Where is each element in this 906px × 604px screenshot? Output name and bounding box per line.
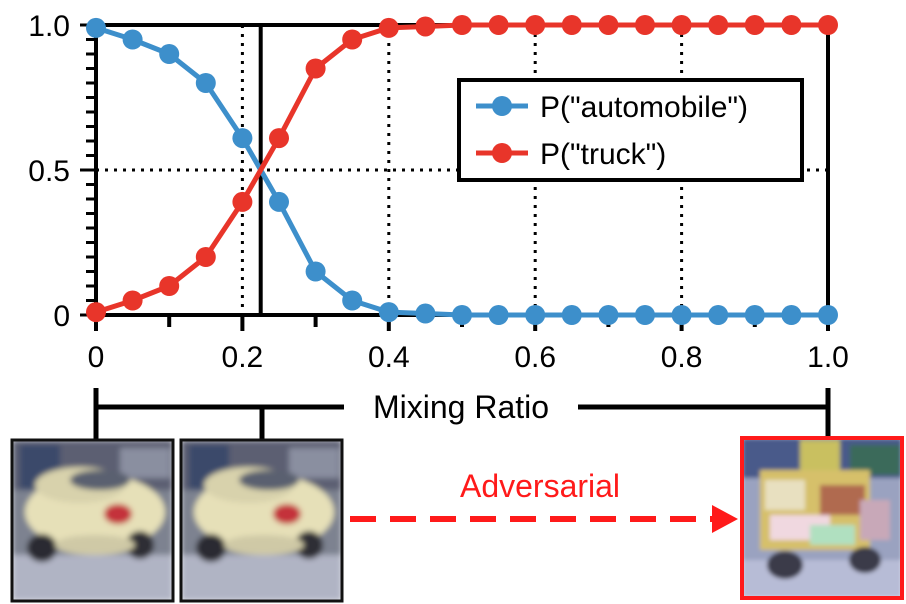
data-point [122, 290, 143, 311]
series-layer [86, 15, 838, 325]
data-point [232, 128, 253, 149]
mixing-ratio-bracket [93, 388, 831, 440]
y-tick-label: 0.5 [28, 155, 70, 188]
data-point [122, 29, 143, 50]
legend-marker-automobile [492, 96, 512, 116]
data-point [269, 128, 289, 149]
data-point [708, 305, 729, 325]
data-point [781, 305, 802, 325]
data-point [342, 29, 363, 50]
data-point [671, 15, 692, 35]
data-point [452, 305, 472, 325]
series-truck [86, 15, 838, 323]
data-point [159, 44, 180, 64]
x-axis-title: Mixing Ratio [373, 389, 549, 425]
adversarial-image [740, 436, 904, 600]
data-point [818, 305, 838, 325]
x-tick-labels: 0 0.2 0.4 0.6 0.8 1.0 [88, 341, 849, 374]
legend: P("automobile") P("truck") [457, 78, 804, 182]
data-point [195, 247, 216, 267]
data-point [598, 15, 619, 35]
adversarial-arrow [350, 505, 738, 533]
y-tick-label: 1.0 [28, 10, 70, 43]
legend-entry-automobile: P("automobile") [476, 91, 748, 124]
data-point [818, 15, 838, 35]
data-point [159, 276, 180, 296]
data-point [488, 15, 509, 35]
data-point [86, 17, 106, 38]
data-point [452, 15, 472, 35]
x-tick-label: 0.6 [514, 341, 556, 374]
data-point [671, 305, 692, 325]
legend-marker-truck [492, 143, 512, 163]
series-automobile [86, 17, 838, 325]
data-point [635, 15, 655, 35]
data-point [708, 15, 729, 35]
legend-label-truck: P("truck") [540, 138, 666, 171]
data-point [232, 191, 253, 212]
data-point [86, 302, 106, 323]
data-point [415, 16, 436, 37]
data-point [635, 305, 655, 325]
x-tick-label: 0.2 [222, 341, 264, 374]
data-point [195, 73, 216, 93]
data-point [744, 15, 765, 35]
data-point [744, 305, 765, 325]
data-point [525, 305, 546, 325]
data-point [305, 261, 326, 282]
data-point [488, 305, 509, 325]
y-tick-labels: 0 0.5 1.0 [28, 10, 70, 333]
x-tick-label: 0 [88, 341, 105, 374]
y-tick-label: 0 [53, 300, 70, 333]
x-tick-label: 1.0 [807, 341, 849, 374]
data-point [305, 58, 326, 79]
data-point [378, 302, 399, 323]
x-tick-label: 0.8 [661, 341, 703, 374]
adversarial-label: Adversarial [460, 468, 620, 504]
data-point [598, 305, 619, 325]
original-image [10, 438, 175, 603]
legend-label-automobile: P("automobile") [540, 91, 748, 124]
data-point [342, 290, 363, 311]
data-point [561, 15, 582, 35]
x-tick-label: 0.4 [368, 341, 410, 374]
data-point [525, 15, 546, 35]
data-point [561, 305, 582, 325]
legend-entry-truck: P("truck") [476, 138, 666, 171]
data-point [269, 191, 289, 212]
data-point [781, 15, 802, 35]
data-point [415, 303, 436, 324]
mixed-image [179, 438, 344, 603]
data-point [378, 17, 399, 38]
